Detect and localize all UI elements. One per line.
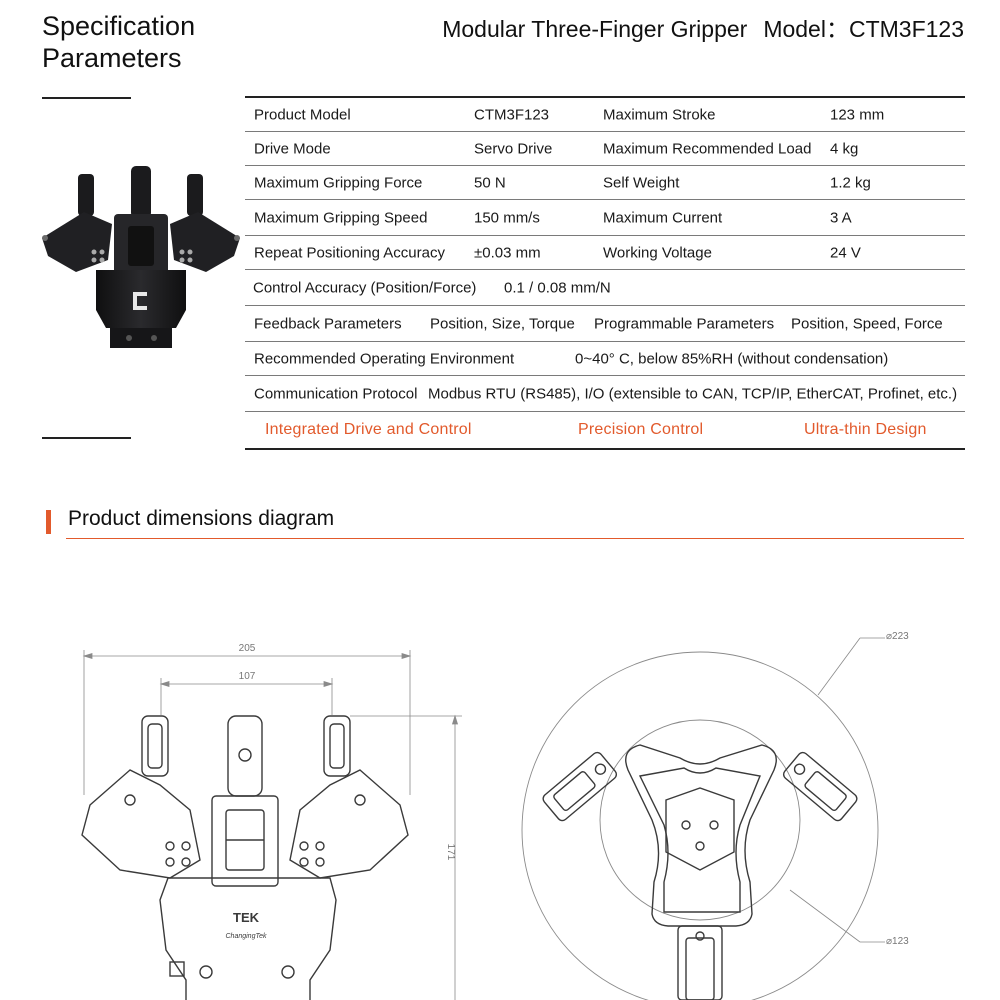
heading-underline — [66, 538, 964, 539]
top-finger-left — [542, 751, 618, 822]
spec-row-feedback: Feedback Parameters Position, Size, Torq… — [245, 306, 965, 342]
feature-highlights: Integrated Drive and Control Precision C… — [245, 412, 965, 450]
gripper-body — [96, 270, 186, 328]
spec-label: Maximum Stroke — [603, 106, 716, 123]
spec-row: Maximum Gripping Speed 150 mm/s Maximum … — [245, 200, 965, 236]
heading-accent-bar — [46, 510, 51, 534]
spec-label: Programmable Parameters — [594, 315, 775, 332]
spec-label: Maximum Current — [603, 209, 723, 226]
front-view-drawing: 205 107 171 TEK ChangingTek — [81, 643, 462, 1000]
spec-value: Servo Drive — [474, 140, 553, 157]
page-title: Specification Parameters — [42, 10, 195, 74]
spec-label: Feedback Parameters — [254, 315, 402, 332]
spec-label: Product Model — [254, 106, 351, 123]
finger-right — [187, 174, 203, 216]
spec-value: Position, Size, Torque — [430, 315, 575, 332]
outer-diameter-circle — [521, 651, 879, 1000]
feature-highlight: Precision Control — [578, 421, 704, 438]
short-rule-bottom — [42, 437, 131, 439]
spec-label: Working Voltage — [603, 244, 712, 261]
top-center-hub — [665, 787, 735, 871]
dimension-height — [350, 714, 462, 1000]
front-center-column — [211, 795, 279, 887]
spec-label: Maximum Gripping Speed — [254, 209, 428, 226]
spec-value: 0~40° C, below 85%RH (without condensati… — [575, 350, 889, 367]
spec-row: Repeat Positioning Accuracy ±0.03 mm Wor… — [245, 236, 965, 270]
spec-value: 123 mm — [830, 106, 885, 123]
spec-row: Product Model CTM3F123 Maximum Stroke 12… — [245, 98, 965, 132]
spec-value: Position, Speed, Force — [791, 315, 943, 332]
spec-label: Maximum Gripping Force — [254, 174, 423, 191]
spec-value: 150 mm/s — [474, 209, 540, 226]
spec-row-communication: Communication Protocol Modbus RTU (RS485… — [245, 376, 965, 412]
top-body-outline — [625, 744, 777, 927]
spec-table: Product Model CTM3F123 Maximum Stroke 12… — [245, 96, 965, 450]
spec-value: 24 V — [830, 244, 861, 261]
spec-row: Drive Mode Servo Drive Maximum Recommend… — [245, 132, 965, 166]
spec-label: Control Accuracy (Position/Force) — [253, 279, 477, 296]
spec-row-control-accuracy: Control Accuracy (Position/Force) 0.1 / … — [245, 270, 965, 306]
spec-value: Modbus RTU (RS485), I/O (extensible to C… — [428, 385, 958, 402]
page-title-line2: Parameters — [42, 43, 182, 73]
front-finger-center — [227, 715, 263, 797]
dimension-label-205: 205 — [239, 643, 256, 654]
logo-script: ChangingTek — [226, 933, 267, 940]
front-body — [159, 877, 337, 1000]
outer-diameter-label: ⌀223 — [886, 631, 909, 642]
feature-highlight: Ultra-thin Design — [804, 421, 927, 438]
spec-value: 1.2 kg — [830, 174, 871, 191]
logo-icon — [133, 292, 147, 310]
spec-label: Drive Mode — [254, 140, 331, 157]
section-title: Product dimensions diagram — [68, 507, 335, 530]
spec-row-environment: Recommended Operating Environment 0~40° … — [245, 342, 965, 376]
top-finger-right — [782, 751, 858, 822]
front-finger-left — [141, 715, 169, 777]
dimension-label-107: 107 — [239, 671, 256, 682]
dimension-overall-width — [82, 650, 412, 795]
finger-left — [78, 174, 94, 216]
top-view-drawing: ⌀223 ⌀123 — [521, 631, 909, 1000]
top-finger-bottom — [677, 925, 723, 1000]
spec-value: 0.1 / 0.08 mm/N — [504, 279, 611, 296]
inner-diameter-circle — [599, 719, 801, 921]
page-title-line1: Specification — [42, 11, 196, 41]
spec-label: Communication Protocol — [254, 385, 418, 402]
spec-value: 4 kg — [830, 140, 859, 157]
spec-value: 50 N — [474, 174, 506, 191]
spec-row: Maximum Gripping Force 50 N Self Weight … — [245, 166, 965, 200]
spec-label: Maximum Recommended Load — [603, 140, 812, 157]
spec-label: Self Weight — [603, 174, 680, 191]
spec-label: Recommended Operating Environment — [254, 350, 515, 367]
dimension-finger-span — [159, 678, 334, 715]
gripper-photo — [42, 166, 240, 348]
short-rule-top — [42, 97, 131, 99]
spec-value: CTM3F123 — [474, 106, 550, 123]
front-finger-right — [323, 715, 351, 777]
spec-label: Repeat Positioning Accuracy — [254, 244, 445, 261]
finger-center — [131, 166, 151, 218]
dimension-label-171: 171 — [445, 844, 456, 861]
spec-value: 3 A — [830, 209, 852, 226]
logo-text: TEK — [233, 910, 260, 925]
model-label: Model：CTM3F123 — [763, 16, 964, 42]
spec-value: ±0.03 mm — [474, 244, 541, 261]
product-header: Modular Three-Finger Gripper Model：CTM3F1… — [442, 10, 964, 44]
feature-highlight: Integrated Drive and Control — [265, 421, 472, 438]
product-name: Modular Three-Finger Gripper — [442, 16, 748, 42]
inner-diameter-label: ⌀123 — [886, 936, 909, 947]
